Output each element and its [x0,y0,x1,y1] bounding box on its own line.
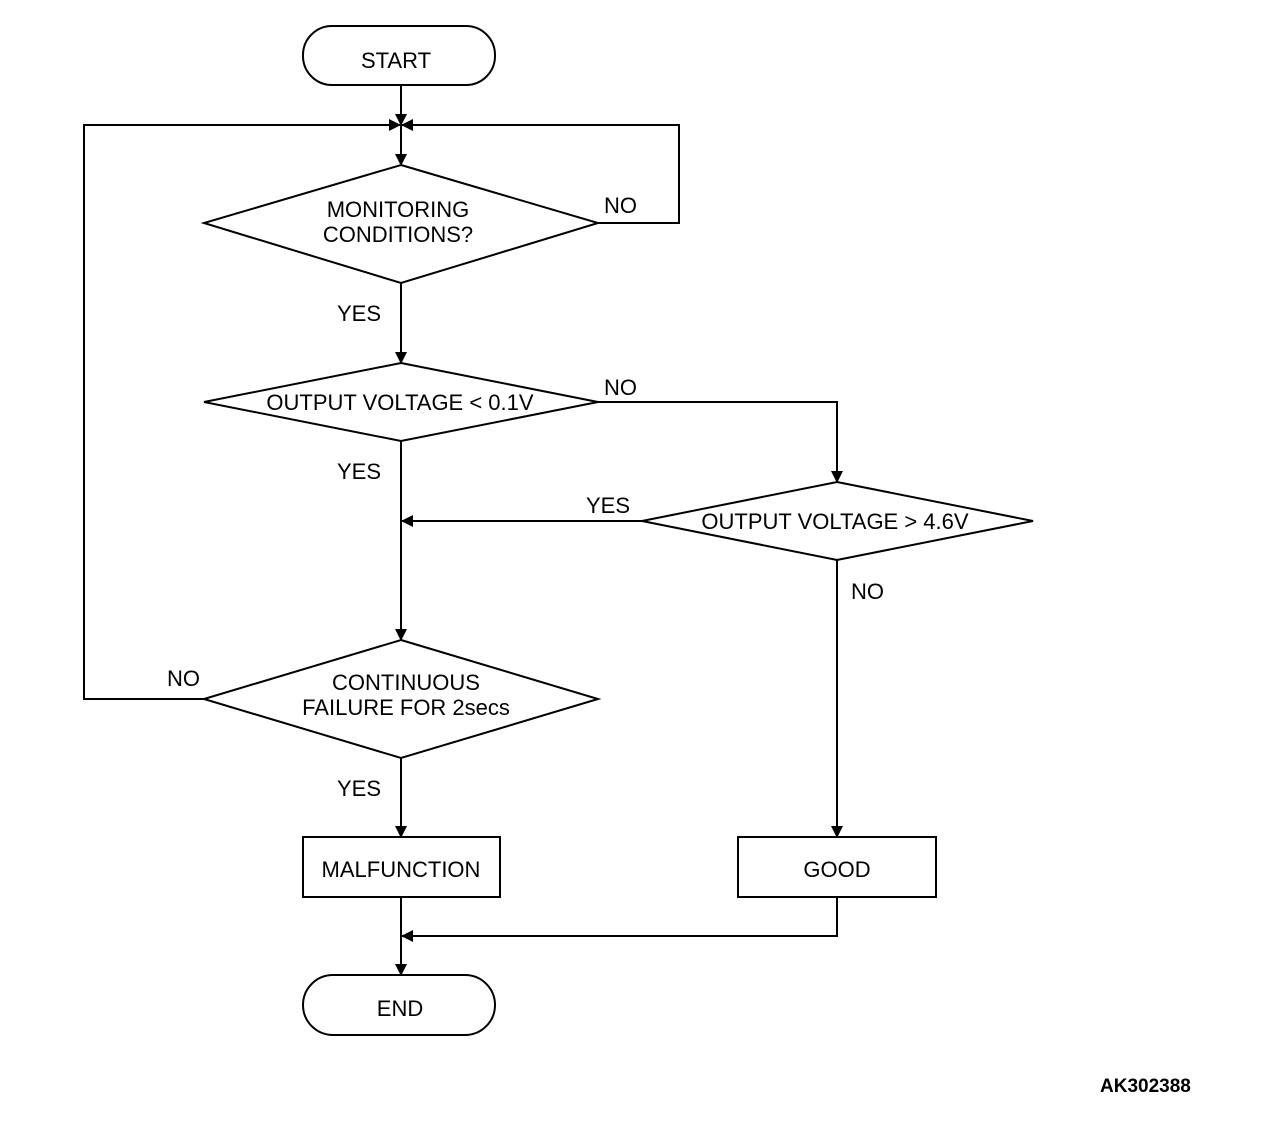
node-malfunction: MALFUNCTION [302,836,501,898]
edge-continuous-no-loop [83,119,401,700]
node-start: START [302,25,496,86]
node-continuous-failure: CONTINUOUS FAILURE FOR 2secs [200,638,602,760]
connectors [83,85,843,976]
node-good: GOOD [737,836,937,898]
continuous-no-label: NO [167,666,200,691]
malfunction-label: MALFUNCTION [322,857,481,882]
good-label: GOOD [803,857,870,882]
output-high-no-label: NO [851,579,884,604]
edge-output-low-no [598,401,843,483]
node-output-voltage-high: OUTPUT VOLTAGE > 4.6V [641,480,1034,562]
output-high-yes-label: YES [586,493,630,518]
node-monitoring-conditions: MONITORING CONDITIONS? [200,163,602,285]
edge-labels: NO YES NO YES YES NO NO YES [167,193,884,801]
edge-monitoring-no-loop [401,119,680,224]
continuous-label-line1: CONTINUOUS [332,670,480,695]
edge-good-to-end [401,897,838,942]
output-low-no-label: NO [604,375,637,400]
monitoring-yes-label: YES [337,301,381,326]
output-high-label: OUTPUT VOLTAGE > 4.6V [701,509,968,534]
continuous-label-line2: FAILURE FOR 2secs [302,695,510,720]
output-low-yes-label: YES [337,459,381,484]
node-output-voltage-low: OUTPUT VOLTAGE < 0.1V [203,361,599,443]
node-end: END [302,974,496,1036]
monitoring-label-line2: CONDITIONS? [323,222,473,247]
monitoring-no-label: NO [604,193,637,218]
output-low-label: OUTPUT VOLTAGE < 0.1V [266,390,533,415]
figure-id: AK302388 [1100,1076,1191,1097]
monitoring-label-line1: MONITORING [327,197,470,222]
start-label: START [361,48,431,73]
continuous-yes-label: YES [337,776,381,801]
end-label: END [377,996,423,1021]
